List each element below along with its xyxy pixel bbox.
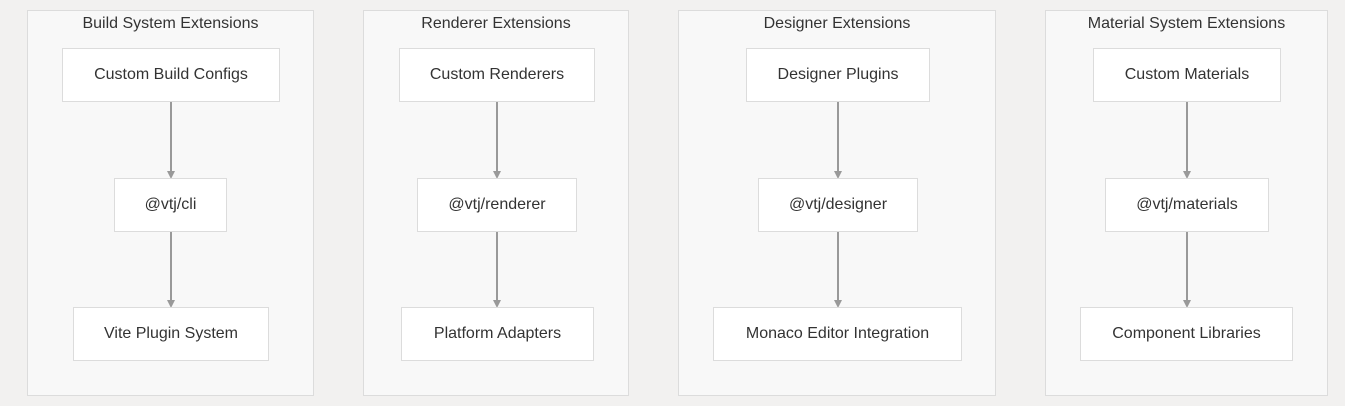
edge-arrow: [492, 232, 502, 308]
group-build-system-extensions: Build System Extensions Custom Build Con…: [27, 10, 314, 396]
arrowhead-icon: [1182, 300, 1191, 308]
node-custom-renderers: Custom Renderers: [399, 48, 595, 102]
node-vtj-cli: @vtj/cli: [114, 178, 227, 232]
node-platform-adapters: Platform Adapters: [401, 307, 594, 361]
node-vtj-materials: @vtj/materials: [1105, 178, 1269, 232]
group-title: Designer Extensions: [763, 15, 911, 32]
node-vtj-renderer: @vtj/renderer: [417, 178, 577, 232]
group-designer-extensions: Designer Extensions Designer Plugins @vt…: [678, 10, 996, 396]
arrowhead-icon: [1182, 171, 1191, 179]
node-monaco-editor-integration: Monaco Editor Integration: [713, 307, 962, 361]
edge-arrow: [1182, 102, 1192, 179]
arrowhead-icon: [492, 300, 501, 308]
node-vtj-designer: @vtj/designer: [758, 178, 918, 232]
arrowhead-icon: [492, 171, 501, 179]
edge-arrow: [1182, 232, 1192, 308]
edge-arrow: [166, 232, 176, 308]
edge-arrow: [492, 102, 502, 179]
arrowhead-icon: [166, 171, 175, 179]
node-custom-build-configs: Custom Build Configs: [62, 48, 280, 102]
arrowhead-icon: [166, 300, 175, 308]
node-component-libraries: Component Libraries: [1080, 307, 1293, 361]
arrowhead-icon: [833, 300, 842, 308]
arrowhead-icon: [833, 171, 842, 179]
edge-arrow: [833, 232, 843, 308]
node-designer-plugins: Designer Plugins: [746, 48, 930, 102]
node-vite-plugin-system: Vite Plugin System: [73, 307, 269, 361]
group-title: Renderer Extensions: [421, 15, 571, 32]
node-custom-materials: Custom Materials: [1093, 48, 1281, 102]
group-material-system-extensions: Material System Extensions Custom Materi…: [1045, 10, 1328, 396]
edge-arrow: [166, 102, 176, 179]
edge-arrow: [833, 102, 843, 179]
group-title: Material System Extensions: [1087, 15, 1286, 32]
group-renderer-extensions: Renderer Extensions Custom Renderers @vt…: [363, 10, 629, 396]
group-title: Build System Extensions: [82, 15, 259, 32]
